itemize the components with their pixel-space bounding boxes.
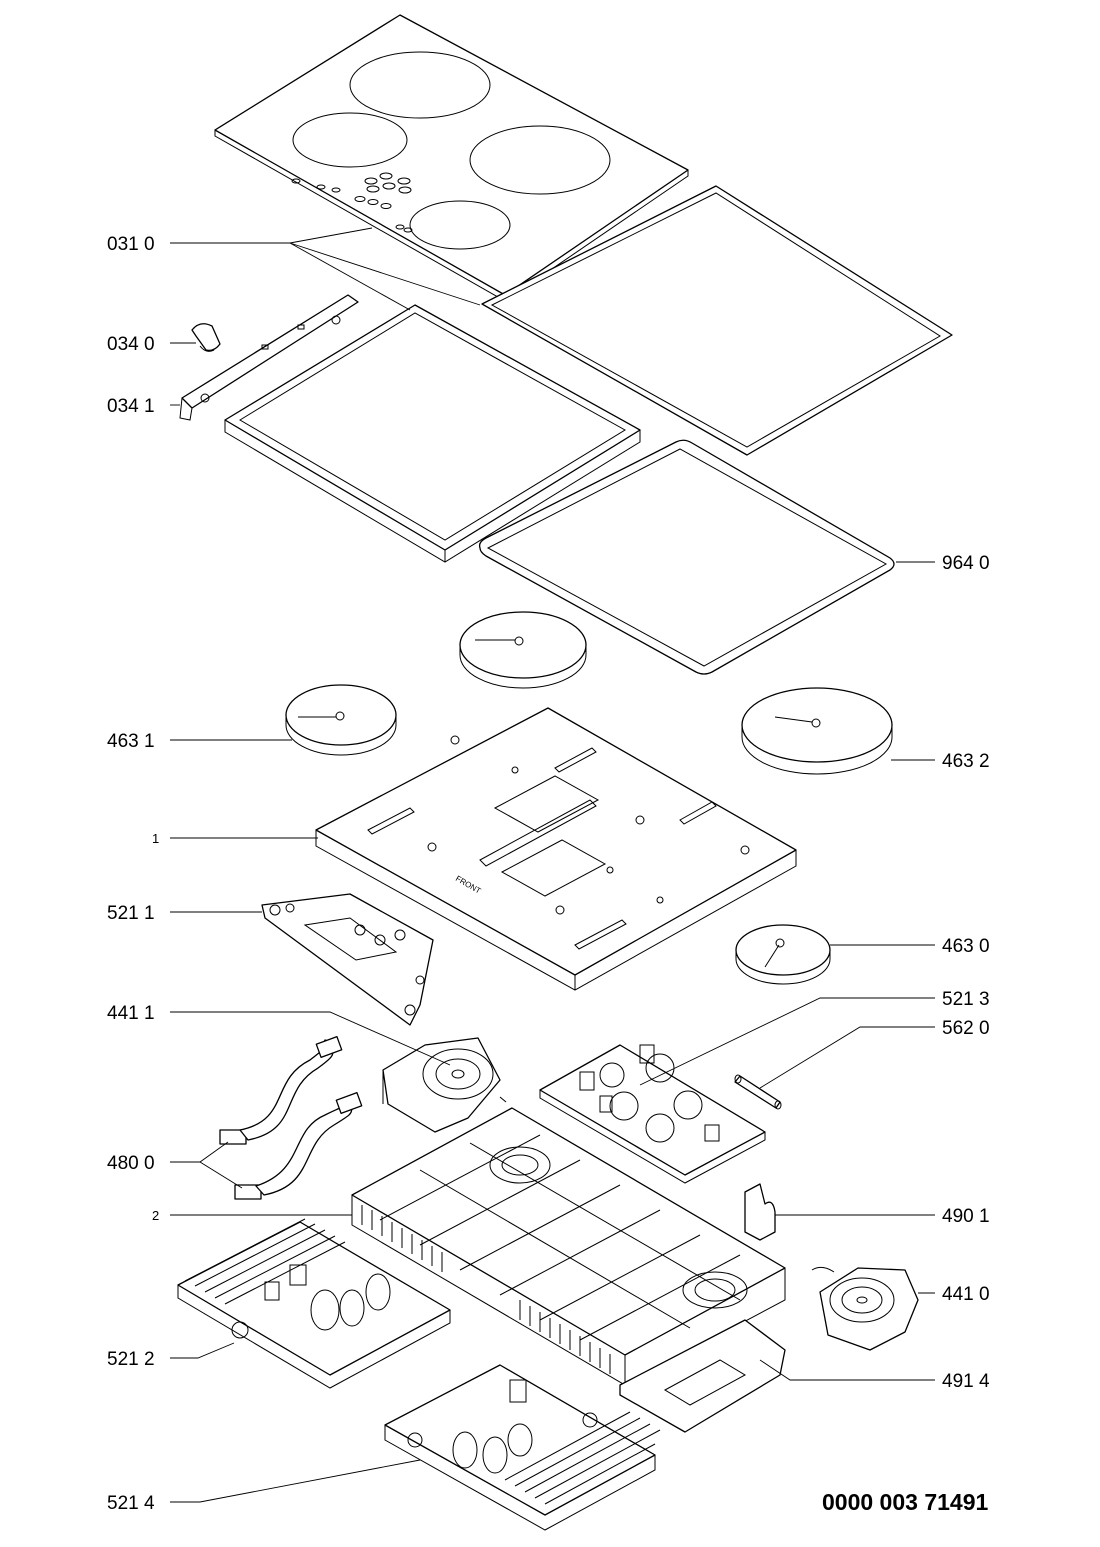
label-521-1: 521 1 — [107, 903, 155, 924]
induction-coil-463-small-top — [459, 611, 587, 689]
label-441-0: 441 0 — [942, 1284, 990, 1305]
fuse — [734, 1074, 782, 1110]
board-cover — [619, 1319, 786, 1433]
power-board-521-2 — [177, 1218, 451, 1389]
label-463-2: 463 2 — [942, 751, 990, 772]
label-1: 1 — [152, 831, 159, 846]
label-463-0: 463 0 — [942, 936, 990, 957]
label-034-1: 034 1 — [107, 396, 155, 417]
cooking-zone-left — [292, 112, 408, 168]
induction-coil-463-1 — [285, 684, 397, 756]
fixing-clip — [191, 323, 221, 352]
label-490-1: 490 1 — [942, 1206, 990, 1227]
touch-controls — [291, 172, 413, 233]
document-number: 0000 003 71491 — [822, 1489, 988, 1515]
label-441-1: 441 1 — [107, 1003, 155, 1024]
mounting-rail — [179, 294, 359, 421]
label-491-4: 491 4 — [942, 1371, 990, 1392]
cooling-fan-441-0 — [811, 1266, 919, 1351]
power-board-521-4 — [384, 1364, 661, 1531]
control-board — [261, 893, 434, 1026]
glass-seal-frame — [481, 185, 953, 456]
label-562-0: 562 0 — [942, 1018, 990, 1039]
flat-cable-upper — [219, 1036, 343, 1145]
label-480-0: 480 0 — [107, 1153, 155, 1174]
leader-lines — [170, 227, 935, 1503]
hob-frame — [224, 304, 641, 563]
cooling-fan-441-1 — [382, 1037, 507, 1133]
label-463-1: 463 1 — [107, 731, 155, 752]
coil-support-plate: FRONT — [315, 707, 797, 991]
cable-clamp — [744, 1183, 776, 1241]
cooking-zone-right — [469, 125, 611, 195]
part-labels: 031 0 034 0 034 1 964 0 463 1 463 2 1 52… — [107, 234, 990, 1514]
induction-coil-463-0 — [735, 924, 831, 985]
label-521-3: 521 3 — [942, 989, 990, 1010]
induction-coil-463-2 — [741, 687, 893, 775]
label-964-0: 964 0 — [942, 553, 990, 574]
cooking-zone-back — [349, 51, 491, 119]
cooking-zone-front — [409, 200, 511, 250]
label-521-2: 521 2 — [107, 1349, 155, 1370]
flat-cable-lower — [234, 1092, 363, 1200]
label-034-0: 034 0 — [107, 334, 155, 355]
power-board-521-3 — [539, 1044, 766, 1184]
label-2: 2 — [152, 1208, 159, 1223]
frame-seal — [478, 439, 895, 675]
label-031-0: 031 0 — [107, 234, 155, 255]
label-521-4: 521 4 — [107, 1493, 155, 1514]
